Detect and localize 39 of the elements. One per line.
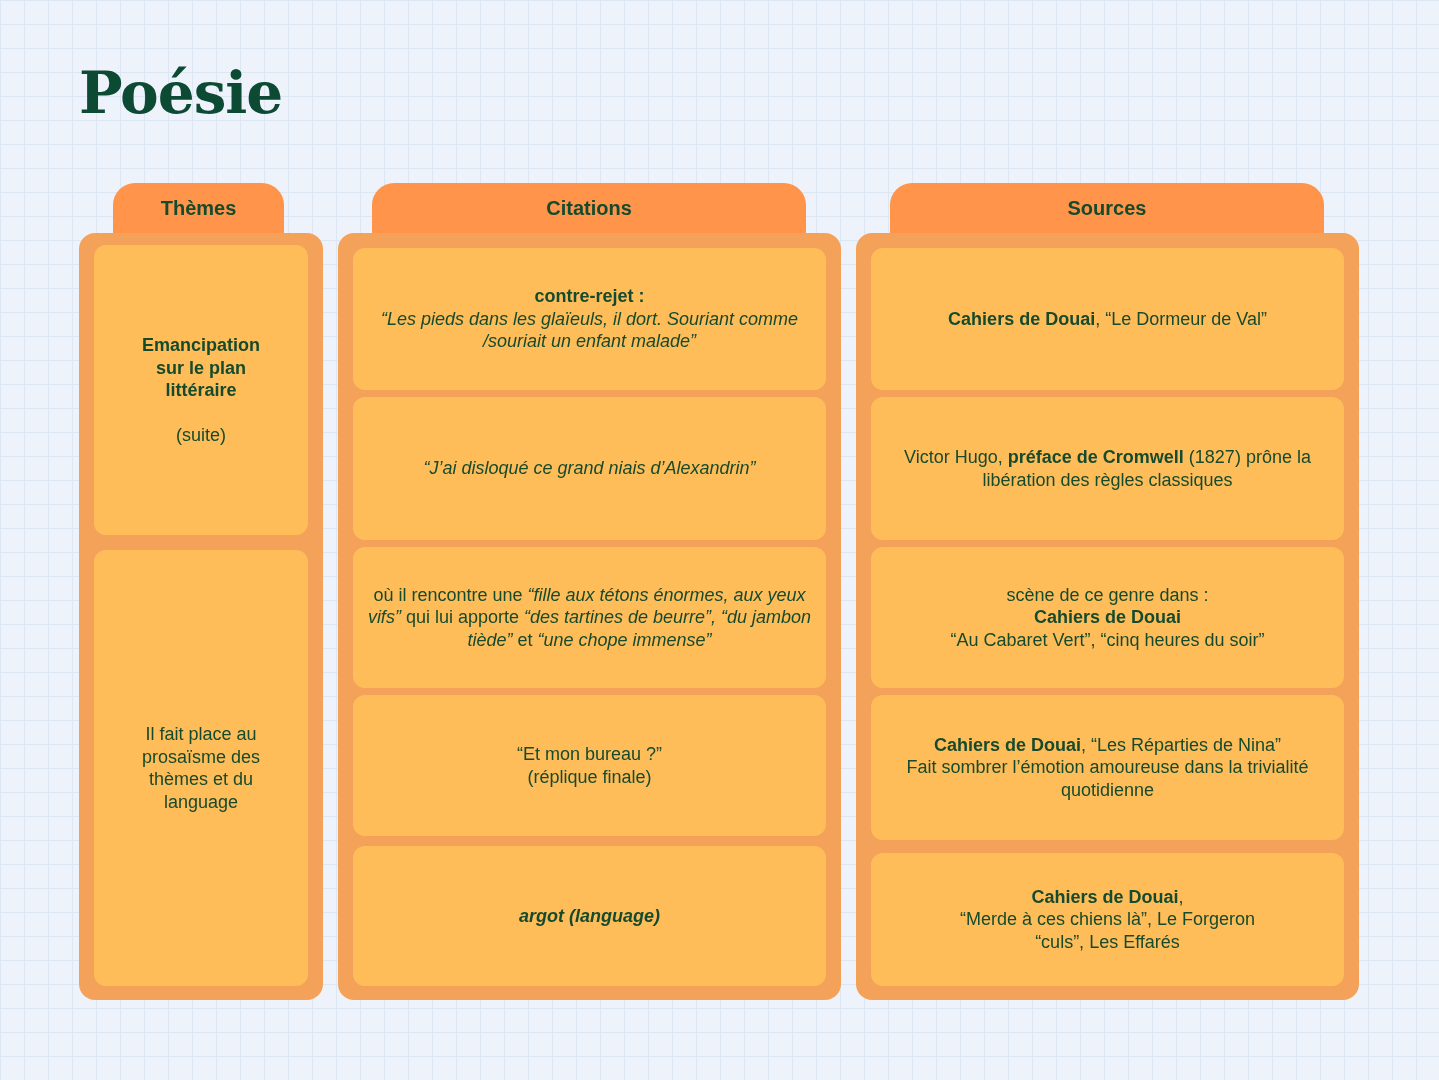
column-panel (79, 183, 323, 1000)
cell-text: Il fait place au prosaïsme des thèmes et du language (140, 723, 262, 813)
column-panel (338, 183, 841, 1000)
content-card (94, 550, 308, 986)
cell-text: Victor Hugo, préface de Cromwell (1827) prône la libération des règles classiques (903, 446, 1312, 491)
content-card (353, 248, 826, 390)
cell-text: où il rencontre une “fille aux tétons énormes, aux yeux vifs” qui lui apporte “des tartines de beurre”, “du jambon tiède” et “une chope immense” (367, 583, 812, 652)
content-card (871, 547, 1344, 688)
cell-text: “J’ai disloqué ce grand niais d’Alexandrin” (423, 457, 756, 480)
page-title: Poésie (79, 62, 283, 126)
cell-text: “Au Cabaret Vert”, “cinq heures du soir” (950, 628, 1265, 652)
content-card (353, 547, 826, 688)
cell-text: Cahiers de Douai, (1031, 885, 1184, 909)
content-card (353, 397, 826, 540)
cell-text: Fait sombrer l’émotion amoureuse dans la trivialité quotidienne (905, 756, 1310, 802)
content-card (353, 695, 826, 836)
column-header: Thèmes (113, 183, 284, 233)
cell-text: “Les pieds dans les glaïeuls, il dort. Souriant comme /souriait un enfant malade” (379, 307, 800, 353)
cell-text: (suite) (176, 423, 226, 446)
cell-text: scène de ce genre dans : (1006, 583, 1209, 607)
content-card (353, 846, 826, 986)
content-card (871, 853, 1344, 986)
cell-text: Cahiers de Douai, “Le Dormeur de Val” (948, 307, 1267, 331)
cell-text: “Merde à ces chiens là”, Le Forgeron (959, 908, 1256, 931)
content-card (871, 248, 1344, 390)
cell-text: (réplique finale) (527, 765, 652, 788)
column-header: Citations (372, 183, 806, 233)
cell-text: argot (language) (519, 904, 660, 928)
cell-text: Cahiers de Douai (1033, 606, 1181, 629)
content-card (94, 245, 308, 535)
column-header: Sources (890, 183, 1324, 233)
cell-text: Cahiers de Douai, “Les Réparties de Nina” (933, 733, 1282, 757)
cell-text: Emancipation sur le plan littéraire (141, 334, 261, 402)
content-card (871, 397, 1344, 540)
column-panel (856, 183, 1359, 1000)
cell-text: contre-rejet : (534, 285, 645, 308)
cell-text: “Et mon bureau ?” (516, 743, 663, 766)
cell-text: “culs”, Les Effarés (1035, 930, 1180, 954)
content-card (871, 695, 1344, 840)
